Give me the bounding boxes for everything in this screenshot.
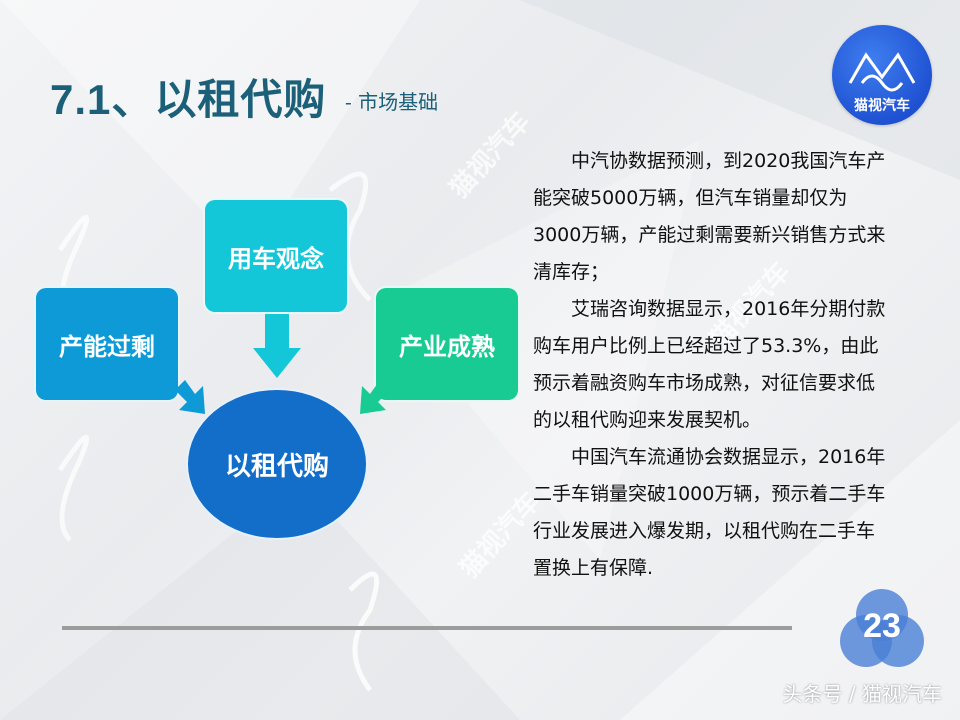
- arrow-diagonal-left-icon: [360, 380, 390, 414]
- factor-box-car-usage-concept: 用车观念: [203, 198, 349, 314]
- factor-label: 用车观念: [228, 244, 324, 273]
- page-number: 23: [863, 607, 901, 645]
- center-label: 以租代购: [224, 451, 329, 482]
- logo-text: 猫视汽车: [854, 98, 910, 114]
- slide-subtitle: - 市场基础: [345, 90, 439, 114]
- paragraph: 中汽协数据预测，到2020我国汽车产能突破5000万辆，但汽车销量却仅为3000…: [533, 150, 886, 283]
- brand-logo: 猫视汽车: [832, 25, 932, 125]
- arrow-down-icon: [253, 314, 301, 378]
- center-concept-circle: 以租代购: [186, 388, 368, 540]
- factor-box-overcapacity: 产能过剩: [34, 286, 180, 402]
- mountain-wave-icon: [848, 52, 916, 92]
- divider-line: [62, 626, 792, 630]
- three-circles-icon: [840, 589, 924, 667]
- factor-box-industry-maturity: 产业成熟: [374, 286, 520, 402]
- body-text: 中汽协数据预测，到2020我国汽车产能突破5000万辆，但汽车销量却仅为3000…: [533, 143, 893, 587]
- paragraph: 中国汽车流通协会数据显示，2016年二手车销量突破1000万辆，预示着二手车行业…: [533, 446, 886, 579]
- factor-label: 产能过剩: [59, 332, 155, 361]
- footer-attribution: 头条号 / 猫视汽车: [782, 682, 942, 706]
- page-number-badge: 23: [832, 585, 932, 675]
- arrow-diagonal-right-icon: [175, 380, 205, 414]
- slide-title: 7.1、以租代购: [50, 76, 327, 123]
- factor-label: 产业成熟: [399, 332, 495, 361]
- paragraph: 艾瑞咨询数据显示，2016年分期付款购车用户比例上已经超过了53.3%，由此预示…: [533, 298, 886, 431]
- watermark: 猫视汽车: [444, 106, 537, 205]
